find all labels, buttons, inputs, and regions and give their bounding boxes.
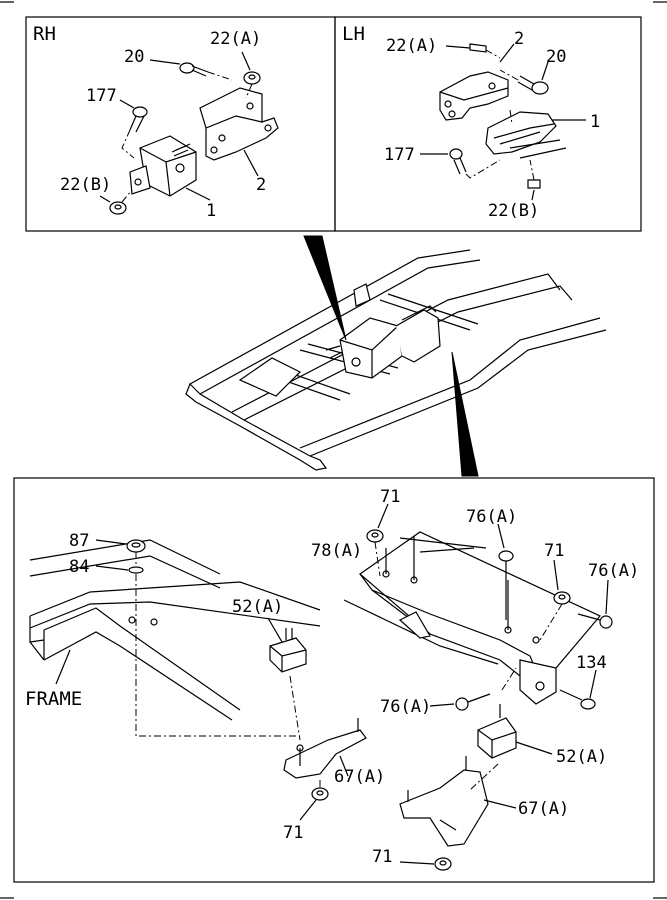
rh-engine-mount — [129, 135, 197, 197]
nut-71-top — [366, 529, 384, 543]
bracket-67a-right — [399, 756, 489, 847]
callout-76a-left: 76(A) — [380, 697, 431, 717]
rh-nut-22b — [109, 189, 133, 215]
callout-67a-right: 67(A) — [518, 799, 569, 819]
rh-panel-border — [25, 16, 336, 232]
bottom-panel-border — [13, 477, 655, 883]
lh-callout-2: 2 — [514, 29, 524, 49]
bolt-76a-top — [498, 550, 514, 620]
bolt-76a-left — [455, 693, 491, 711]
callout-71-right: 71 — [544, 541, 564, 561]
nut-87 — [126, 539, 146, 553]
mount-52a-right — [477, 704, 517, 759]
callout-87: 87 — [69, 531, 89, 551]
lh-nut-22a — [469, 43, 501, 59]
lh-bolt-20 — [499, 69, 549, 95]
lh-panel-title: LH — [342, 23, 365, 45]
bottom-panel: 87 84 52(A) 71 78(A) 76(A) 71 76(A) 134 … — [13, 477, 655, 883]
rh-bracket — [199, 87, 279, 161]
lh-nut-22b — [527, 159, 541, 189]
callout-71-top: 71 — [380, 487, 400, 507]
rh-pointer-wedge — [303, 235, 347, 341]
lh-engine-mount — [485, 109, 567, 159]
rh-nut-22a — [243, 71, 261, 99]
rh-callout-2: 2 — [256, 175, 266, 195]
lh-callout-20: 20 — [546, 47, 566, 67]
rh-callout-22a: 22(A) — [210, 29, 261, 49]
bolt-134 — [559, 689, 596, 710]
nut-71-right — [553, 591, 571, 605]
lh-pointer-wedge — [451, 351, 479, 477]
lh-callout-177: 177 — [384, 145, 415, 165]
callout-52a-right: 52(A) — [556, 747, 607, 767]
rh-callout-177: 177 — [86, 86, 117, 106]
rh-bolt-177 — [121, 106, 148, 159]
callout-52a-left: 52(A) — [232, 597, 283, 617]
rh-bolt-20 — [179, 62, 233, 81]
rh-callout-22b: 22(B) — [60, 175, 111, 195]
chassis-overview — [185, 235, 607, 477]
bolt-76a-right — [577, 613, 613, 629]
callout-84: 84 — [69, 557, 89, 577]
engine-block — [325, 283, 441, 379]
callout-67a-left: 67(A) — [334, 767, 385, 787]
washer-84 — [128, 566, 144, 574]
mount-52a-left — [269, 628, 307, 673]
callout-78a: 78(A) — [311, 541, 362, 561]
callout-76a-top: 76(A) — [466, 507, 517, 527]
crossmember — [343, 531, 601, 705]
lh-callout-22b: 22(B) — [488, 201, 539, 221]
lh-panel-border — [334, 16, 642, 232]
callout-71-left-bottom: 71 — [283, 823, 303, 843]
lh-panel: LH — [334, 16, 642, 232]
nut-71-left-bottom — [311, 787, 329, 801]
bracket-67a-left — [283, 718, 367, 779]
lh-callout-22a: 22(A) — [386, 36, 437, 56]
frame-rail — [29, 539, 321, 721]
lh-callout-1: 1 — [590, 112, 600, 132]
callout-71-bottom: 71 — [372, 847, 392, 867]
rh-panel-title: RH — [33, 23, 56, 45]
lh-bolt-177 — [449, 148, 501, 179]
rh-callout-20: 20 — [124, 47, 144, 67]
callout-76a-right: 76(A) — [588, 561, 639, 581]
frame-label: FRAME — [25, 688, 82, 710]
rh-callout-1: 1 — [206, 201, 216, 221]
callout-134: 134 — [576, 653, 607, 673]
lh-bracket — [439, 71, 509, 121]
rh-panel: RH — [25, 16, 336, 232]
nut-71-bottom — [434, 857, 452, 871]
